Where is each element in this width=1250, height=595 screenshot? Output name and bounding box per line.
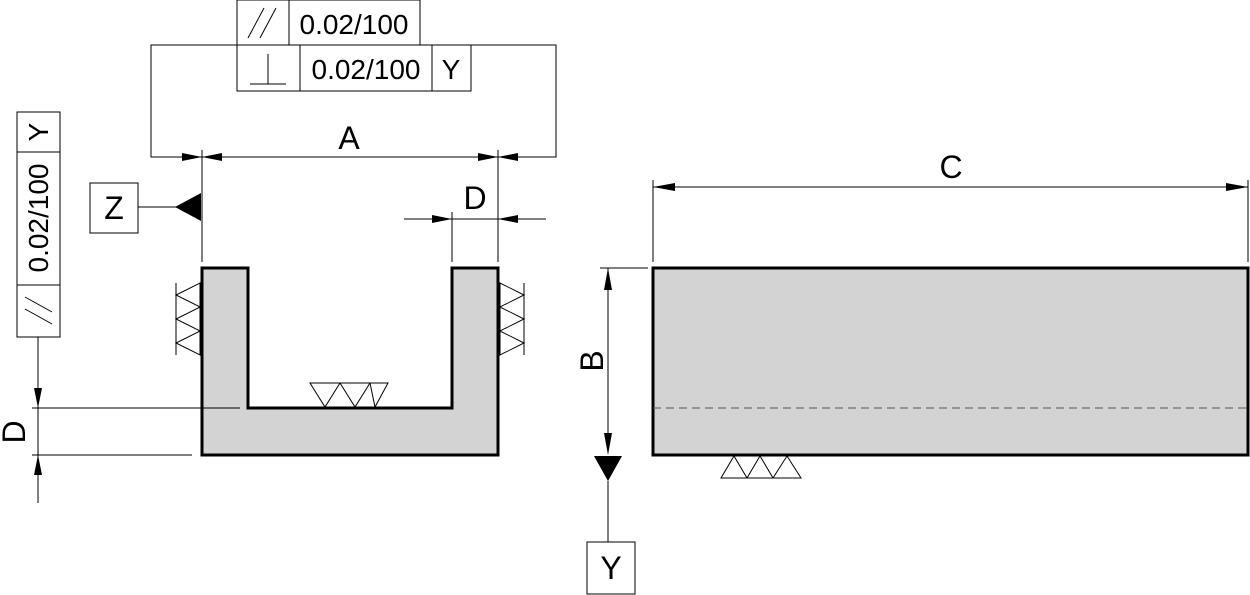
datum-y-label: Y	[600, 550, 621, 586]
dimension-a	[176, 150, 524, 262]
dimension-c-label: C	[939, 149, 962, 185]
parallelism-icon	[24, 296, 53, 325]
datum-z-label: Z	[104, 190, 124, 226]
dimension-d-left	[32, 337, 240, 503]
dimension-a-label: A	[338, 120, 360, 156]
parallelism-frame-top	[236, 0, 421, 46]
parallelism-left-value: 0.02/100	[23, 164, 54, 273]
parallelism-top-value: 0.02/100	[300, 9, 409, 40]
parallelism-frame-left	[16, 111, 61, 338]
datum-z-marker	[89, 182, 201, 234]
parallelism-left-datum: Y	[23, 122, 54, 141]
dimension-b	[600, 267, 648, 455]
dimension-d-top-label: D	[463, 180, 486, 216]
perpendicularity-frame-top	[236, 44, 472, 92]
u-channel-part	[200, 266, 500, 457]
parallelism-icon	[247, 7, 277, 39]
dimension-d-top	[404, 212, 546, 262]
top-tolerance-leader	[150, 44, 557, 158]
side-view-part	[651, 266, 1250, 457]
support-symbols-right	[499, 282, 526, 356]
dimension-b-label: B	[574, 350, 610, 371]
perpendicularity-top-datum: Y	[442, 54, 461, 85]
dimension-c	[652, 180, 1249, 262]
dimension-d-left-label: D	[0, 420, 32, 443]
support-symbols-left	[174, 282, 201, 356]
support-symbols-side-bottom	[720, 455, 802, 479]
support-symbols-bottom-inner	[309, 382, 389, 409]
datum-y-marker	[586, 456, 636, 595]
perpendicularity-icon	[250, 54, 286, 85]
perpendicularity-top-value: 0.02/100	[312, 54, 421, 85]
